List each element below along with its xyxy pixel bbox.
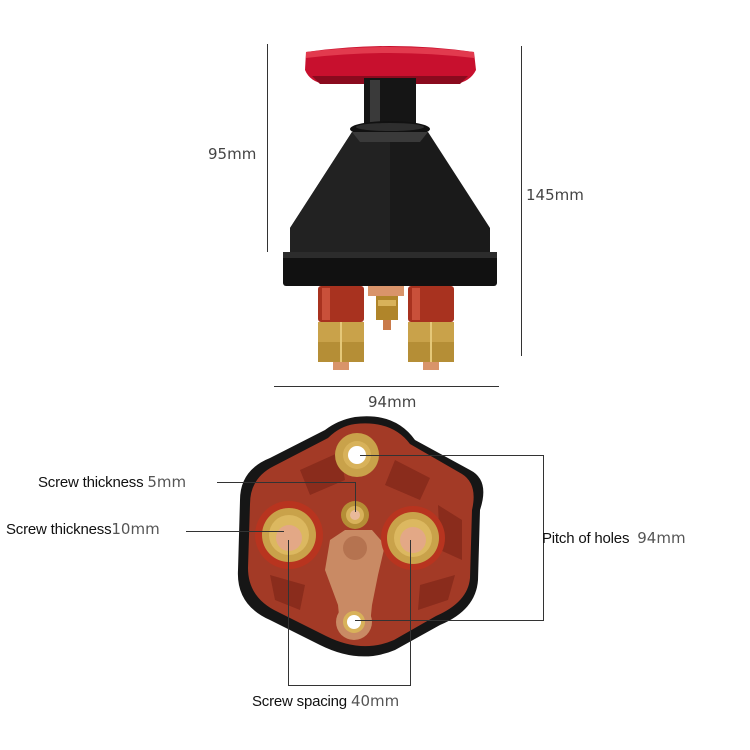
callout-value: 40mm: [350, 692, 400, 710]
callout-value: 94mm: [637, 529, 686, 547]
leader-line-screw-5mm-drop: [355, 482, 356, 512]
dimension-line-95mm: [267, 44, 268, 252]
dimension-line-94mm: [274, 386, 499, 387]
callout-screw-thickness-10mm: Screw thickness10mm: [6, 520, 160, 538]
leader-line-screw-5mm: [217, 482, 355, 483]
callout-pitch-of-holes: Pitch of holes 94mm: [542, 529, 686, 547]
switch-side-view-image: [283, 46, 497, 370]
pitch-bracket-side: [543, 455, 544, 621]
spacing-bracket-bottom: [288, 685, 411, 686]
callout-label: Screw thickness: [38, 474, 144, 491]
dimension-label-94mm: 94mm: [368, 393, 417, 411]
callout-label: Screw spacing: [252, 693, 347, 710]
callout-value: 10mm: [111, 520, 160, 538]
spacing-bracket-right: [410, 540, 411, 685]
dimension-label-145mm: 145mm: [526, 186, 584, 204]
leader-line-screw-10mm: [186, 531, 284, 532]
callout-value: 5mm: [147, 473, 187, 491]
dimension-label-95mm: 95mm: [208, 145, 257, 163]
callout-label: Screw thickness: [6, 521, 112, 538]
dimension-line-145mm: [521, 46, 522, 356]
spacing-bracket-left: [288, 540, 289, 685]
callout-label: Pitch of holes: [542, 530, 630, 547]
pitch-bracket-bottom: [355, 620, 544, 621]
pitch-bracket-top: [360, 455, 543, 456]
